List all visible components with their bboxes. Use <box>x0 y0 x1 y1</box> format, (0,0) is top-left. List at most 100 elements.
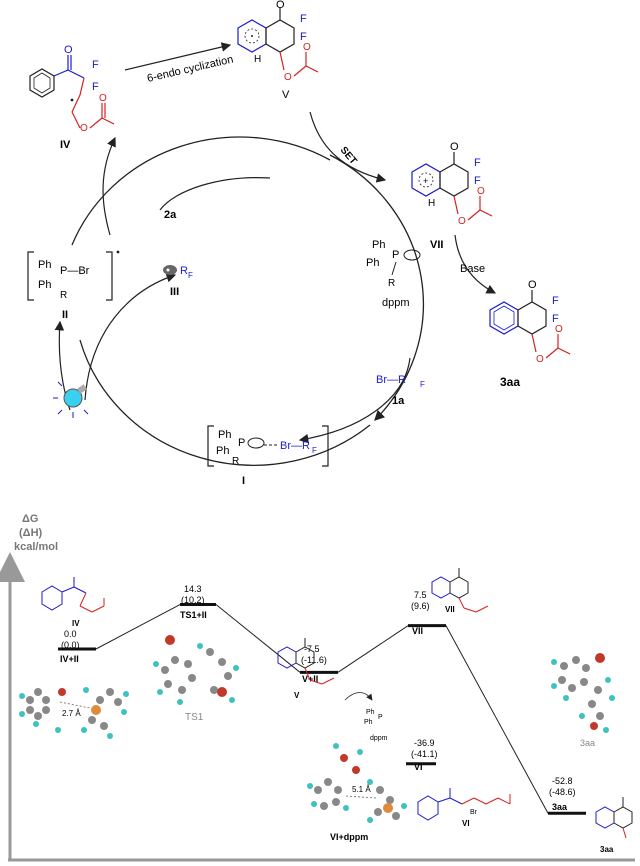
molecule-model-ivii: 2.7 Å <box>19 687 129 739</box>
compound-v: O F F H O O V <box>237 0 319 101</box>
svg-text:O: O <box>555 324 563 335</box>
level-dh-5: (-48.6) <box>549 787 576 797</box>
svg-text:O: O <box>528 279 537 291</box>
level-connector-0 <box>95 604 181 650</box>
svg-text:P: P <box>378 714 383 721</box>
svg-text:F: F <box>300 31 307 43</box>
label-i: I <box>242 475 245 487</box>
molecule-model-3aa: 3aa <box>551 653 615 748</box>
level-name-3: VII <box>412 626 423 636</box>
svg-text:H: H <box>428 198 435 209</box>
compound-ii: Ph P—Br Ph R II <box>27 250 120 321</box>
cycle-arc-right <box>329 154 424 421</box>
svg-text:F: F <box>188 271 193 280</box>
level-dh-4: (-41.1) <box>411 749 438 759</box>
energy-levels: 0.0(0.0)IV+II14.3(10.2)TS1+II-7.5(-11.6)… <box>58 584 586 815</box>
svg-text:Ph: Ph <box>216 445 229 457</box>
light-bulb-icon <box>53 381 89 418</box>
arrow-to-iii <box>84 273 177 401</box>
axis-title-dh: (ΔH) <box>19 527 43 539</box>
level-dh-3: (9.6) <box>411 601 430 611</box>
svg-text:R: R <box>60 290 67 301</box>
compound-vii: + O F F H O O VII <box>411 141 493 251</box>
arrow-set-label: SET <box>338 145 359 167</box>
svg-text:Ph: Ph <box>372 239 385 251</box>
svg-text:P: P <box>392 249 399 261</box>
molecule-model-ts1: TS1 <box>153 635 239 723</box>
compound-dppm: Ph Ph P R dppm <box>366 239 421 309</box>
level-name-0: IV+II <box>60 654 79 664</box>
distance-label-1: 2.7 Å <box>62 709 81 718</box>
svg-text:Br—R: Br—R <box>376 374 406 386</box>
level-connector-2 <box>337 625 409 673</box>
small-structure-iv: IV <box>41 577 105 628</box>
small-label-vi: VI <box>462 819 470 828</box>
label-ii: II <box>62 309 68 321</box>
arrow-base-label: Base <box>460 263 485 275</box>
svg-text:R: R <box>388 278 395 289</box>
svg-text:Br: Br <box>470 809 478 816</box>
svg-text:O: O <box>99 93 107 104</box>
svg-text:F: F <box>300 13 307 25</box>
svg-text:F: F <box>552 295 559 307</box>
svg-text:R: R <box>232 456 239 467</box>
level-dh-0: (0.0) <box>61 640 80 650</box>
svg-text:+: + <box>423 176 428 186</box>
arrow-set <box>309 111 387 183</box>
label-vii: VII <box>430 239 443 251</box>
label-iv: IV <box>60 139 71 151</box>
svg-text:O: O <box>458 216 466 227</box>
level-name-5: 3aa <box>552 802 568 812</box>
molecule-model-vi-dppm: 5.1 Å VI+dppm <box>307 743 407 842</box>
small-structure-vi: Br VI <box>417 788 511 828</box>
catalytic-cycle: 6-endo cyclization SET Base O F F O <box>27 0 571 487</box>
level-dg-2: -7.5 <box>304 644 320 654</box>
compound-1a: Br—R F 1a <box>376 374 425 407</box>
compound-i: Ph Ph P Br—R F R I <box>207 425 329 487</box>
level-dg-4: -36.9 <box>414 738 435 748</box>
small-structure-vii: VII <box>431 568 489 614</box>
small-label-3aa: 3aa <box>600 845 614 854</box>
cycle-arc-left <box>71 136 331 246</box>
model-3aa-label: 3aa <box>580 738 595 748</box>
compound-iv: O F F O O IV <box>29 44 115 151</box>
svg-text:H: H <box>254 54 261 65</box>
svg-text:Ph: Ph <box>38 259 51 271</box>
label-iii: III <box>170 286 179 298</box>
svg-text:O: O <box>303 42 311 53</box>
compound-iii: R F III <box>163 265 193 298</box>
label-2a: 2a <box>164 209 177 221</box>
arrow-base <box>454 234 497 294</box>
svg-text:O: O <box>80 123 88 134</box>
svg-text:F: F <box>92 59 99 71</box>
label-v: V <box>282 89 290 101</box>
label-1a: 1a <box>392 395 405 407</box>
vi-dppm-label: VI+dppm <box>330 832 368 842</box>
svg-text:F: F <box>312 446 317 455</box>
small-label-v: V <box>294 691 300 700</box>
level-dg-5: -52.8 <box>552 776 573 786</box>
svg-text:Ph: Ph <box>364 719 373 726</box>
label-3aa: 3aa <box>500 375 520 389</box>
arrow-1a <box>298 357 411 444</box>
small-label-dppm: dppm <box>370 735 388 742</box>
svg-text:P: P <box>238 437 245 449</box>
level-connector-1 <box>215 604 301 673</box>
svg-text:O: O <box>276 0 285 11</box>
level-dg-3: 7.5 <box>414 590 427 600</box>
svg-text:O: O <box>284 72 292 83</box>
small-label-vii: VII <box>445 605 455 614</box>
svg-text:O: O <box>536 354 544 365</box>
product-3aa: O F F O O 3aa <box>489 279 571 389</box>
svg-text:P—Br: P—Br <box>60 265 90 277</box>
level-dh-1: (10.2) <box>181 595 205 605</box>
svg-text:O: O <box>450 141 459 153</box>
svg-text:Ph: Ph <box>366 257 379 269</box>
level-connector-3 <box>445 625 549 814</box>
svg-text:O: O <box>64 44 73 56</box>
label-dppm: dppm <box>382 297 410 309</box>
arrow-cyclization-label: 6-endo cyclization <box>146 53 235 85</box>
svg-text:Ph: Ph <box>366 709 375 716</box>
small-label-iv: IV <box>72 619 80 628</box>
